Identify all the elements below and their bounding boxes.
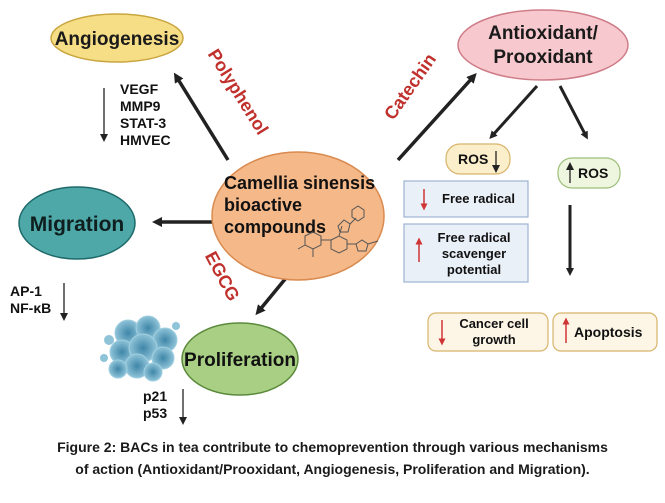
center-node: Camellia sinensis bioactive compounds	[211, 151, 385, 281]
ros-down-label: ROS	[458, 151, 488, 167]
antioxidant-label-line2: Prooxidant	[493, 47, 593, 68]
angiogenesis-markers: VEGF MMP9 STAT-3 HMVEC	[100, 81, 171, 148]
marker-mmp9: MMP9	[120, 98, 161, 114]
diagram-canvas: Angiogenesis Antioxidant/ Prooxidant Mig…	[10, 9, 658, 425]
migration-node: Migration	[18, 186, 136, 260]
angiogenesis-node: Angiogenesis	[50, 13, 184, 63]
center-label-line3: compounds	[224, 217, 326, 237]
caption-line-1: Figure 2: BACs in tea contribute to chem…	[57, 439, 608, 455]
catechin-label: Catechin	[380, 50, 440, 124]
apoptosis-label: Apoptosis	[574, 324, 643, 340]
arrow-to-ros-down	[489, 84, 539, 139]
antioxidant-node: Antioxidant/ Prooxidant	[457, 9, 629, 81]
marker-stat3: STAT-3	[120, 115, 166, 131]
marker-vegf: VEGF	[120, 81, 159, 97]
free-radical-label: Free radical	[442, 191, 515, 206]
ros-up-label: ROS	[578, 165, 608, 181]
ros-up-box: ROS	[557, 157, 621, 189]
marker-p53: p53	[143, 405, 167, 421]
migration-markers: AP-1 NF-κB	[10, 283, 68, 321]
free-radical-box: Free radical	[403, 180, 529, 218]
cancer-growth-label-line2: growth	[472, 332, 515, 347]
cancer-growth-box: Cancer cell growth	[427, 312, 549, 352]
arrow-to-proliferation	[255, 276, 288, 316]
molecule-structure-icon	[297, 205, 379, 257]
proliferation-markers: p21 p53	[143, 388, 187, 425]
center-label-line1: Camellia sinensis	[224, 173, 375, 193]
proliferation-label: Proliferation	[184, 350, 296, 371]
arrow-to-angiogenesis	[173, 72, 230, 161]
scavenger-label-line3: potential	[447, 262, 501, 277]
marker-p21: p21	[143, 388, 167, 404]
polyphenol-label: Polyphenol	[204, 45, 272, 138]
cancer-growth-label-line1: Cancer cell	[459, 316, 528, 331]
figure-caption: Figure 2: BACs in tea contribute to chem…	[0, 436, 665, 480]
scavenger-label-line2: scavenger	[442, 246, 506, 261]
proliferation-node: Proliferation	[181, 322, 299, 396]
arrow-to-ros-up	[558, 85, 588, 140]
arrow-to-antioxidant	[396, 73, 477, 162]
migration-label: Migration	[30, 213, 125, 236]
angiogenesis-label: Angiogenesis	[55, 29, 180, 50]
caption-line-2: of action (Antioxidant/Prooxidant, Angio…	[75, 461, 590, 477]
center-label-line2: bioactive	[224, 195, 302, 215]
marker-ap1: AP-1	[10, 283, 42, 299]
antioxidant-label-line1: Antioxidant/	[488, 23, 598, 44]
apoptosis-box: Apoptosis	[552, 312, 658, 352]
scavenger-box: Free radical scavenger potential	[403, 223, 529, 283]
scavenger-label-line1: Free radical	[438, 230, 511, 245]
cancer-cell-cluster-icon	[100, 315, 180, 382]
marker-nfkb: NF-κB	[10, 300, 51, 316]
marker-hmvec: HMVEC	[120, 132, 171, 148]
ros-down-box: ROS	[445, 143, 511, 175]
